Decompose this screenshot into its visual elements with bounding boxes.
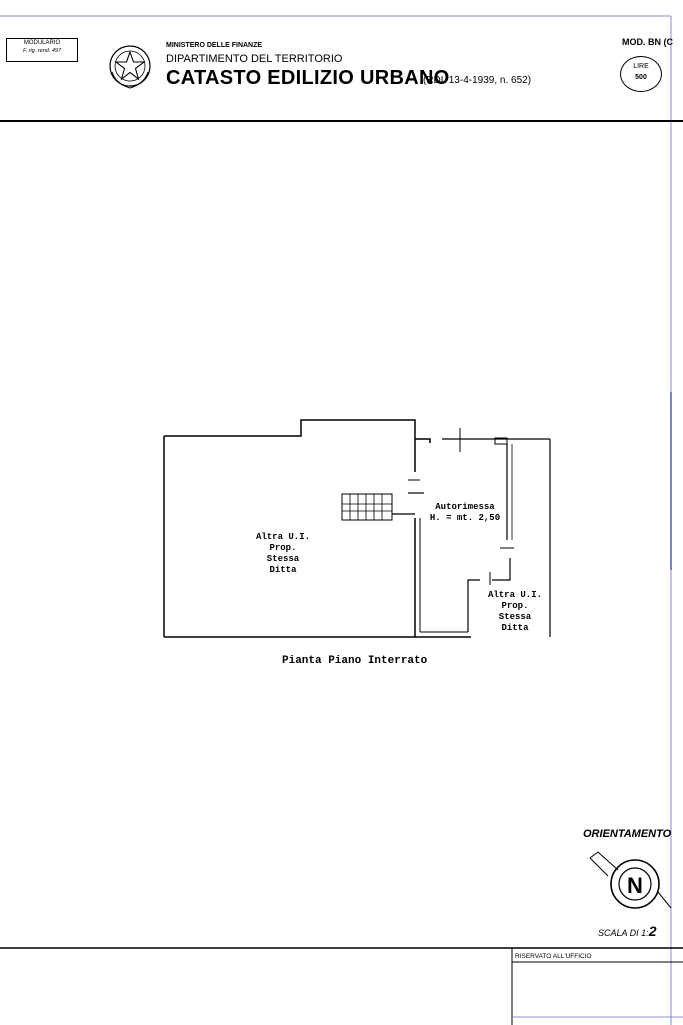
room-label-left: Altra U.I. Prop. Stessa Ditta bbox=[248, 532, 318, 576]
lire-value: 500 bbox=[635, 74, 647, 81]
reserved-office-label: RISERVATO ALL'UFFICIO bbox=[515, 953, 592, 960]
staircase bbox=[341, 493, 393, 521]
garage-label-line: H. = mt. 2,50 bbox=[429, 513, 501, 523]
garage-label: Autorimessa H. = mt. 2,50 bbox=[415, 502, 515, 524]
garage-label-line: Autorimessa bbox=[435, 502, 495, 512]
mod-code: MOD. BN (C bbox=[622, 37, 673, 47]
modulario-box: MODULARIO F. rig. rend. 497 bbox=[6, 38, 78, 62]
room-label-line: Ditta bbox=[501, 623, 529, 633]
plan-caption: Pianta Piano Interrato bbox=[282, 655, 428, 667]
modulario-label: MODULARIO bbox=[23, 40, 61, 46]
lire-stamp: LIRE 500 bbox=[620, 56, 662, 92]
floor-plan bbox=[163, 419, 551, 638]
lire-label: LIRE bbox=[633, 63, 649, 70]
modulario-ref: F. rig. rend. 497 bbox=[22, 48, 62, 54]
room-label-line: Altra U.I. bbox=[487, 590, 542, 600]
column bbox=[494, 437, 508, 445]
plan-wall bbox=[492, 558, 511, 581]
room-label-line: Prop. bbox=[269, 543, 297, 553]
room-label-line: Ditta bbox=[269, 565, 297, 575]
dipartimento-title: DIPARTIMENTO DEL TERRITORIO bbox=[166, 53, 343, 65]
room-label-line: Stessa bbox=[266, 554, 300, 564]
catasto-title: CATASTO EDILIZIO URBANO bbox=[166, 67, 450, 89]
room-label-line: Altra U.I. bbox=[255, 532, 310, 542]
compass-north-letter: N bbox=[627, 873, 643, 898]
scale-label: SCALA DI 1:2 bbox=[598, 923, 656, 939]
italian-emblem-icon bbox=[109, 45, 151, 89]
plan-wall bbox=[415, 438, 431, 443]
plan-outline bbox=[164, 419, 416, 439]
room-label-line: Stessa bbox=[498, 612, 532, 622]
scale-text: SCALA DI 1: bbox=[598, 928, 649, 938]
room-label-line: Prop. bbox=[501, 601, 529, 611]
room-label-right: Altra U.I. Prop. Stessa Ditta bbox=[476, 590, 554, 634]
scale-value: 2 bbox=[648, 923, 657, 939]
north-compass-icon: N bbox=[589, 851, 672, 909]
plan-wall bbox=[467, 579, 480, 632]
rdl-reference: (RDL 13-4-1939, n. 652) bbox=[423, 75, 532, 86]
ministero-title: MINISTERO DELLE FINANZE bbox=[166, 42, 263, 49]
orientation-title: ORIENTAMENTO bbox=[583, 828, 672, 840]
